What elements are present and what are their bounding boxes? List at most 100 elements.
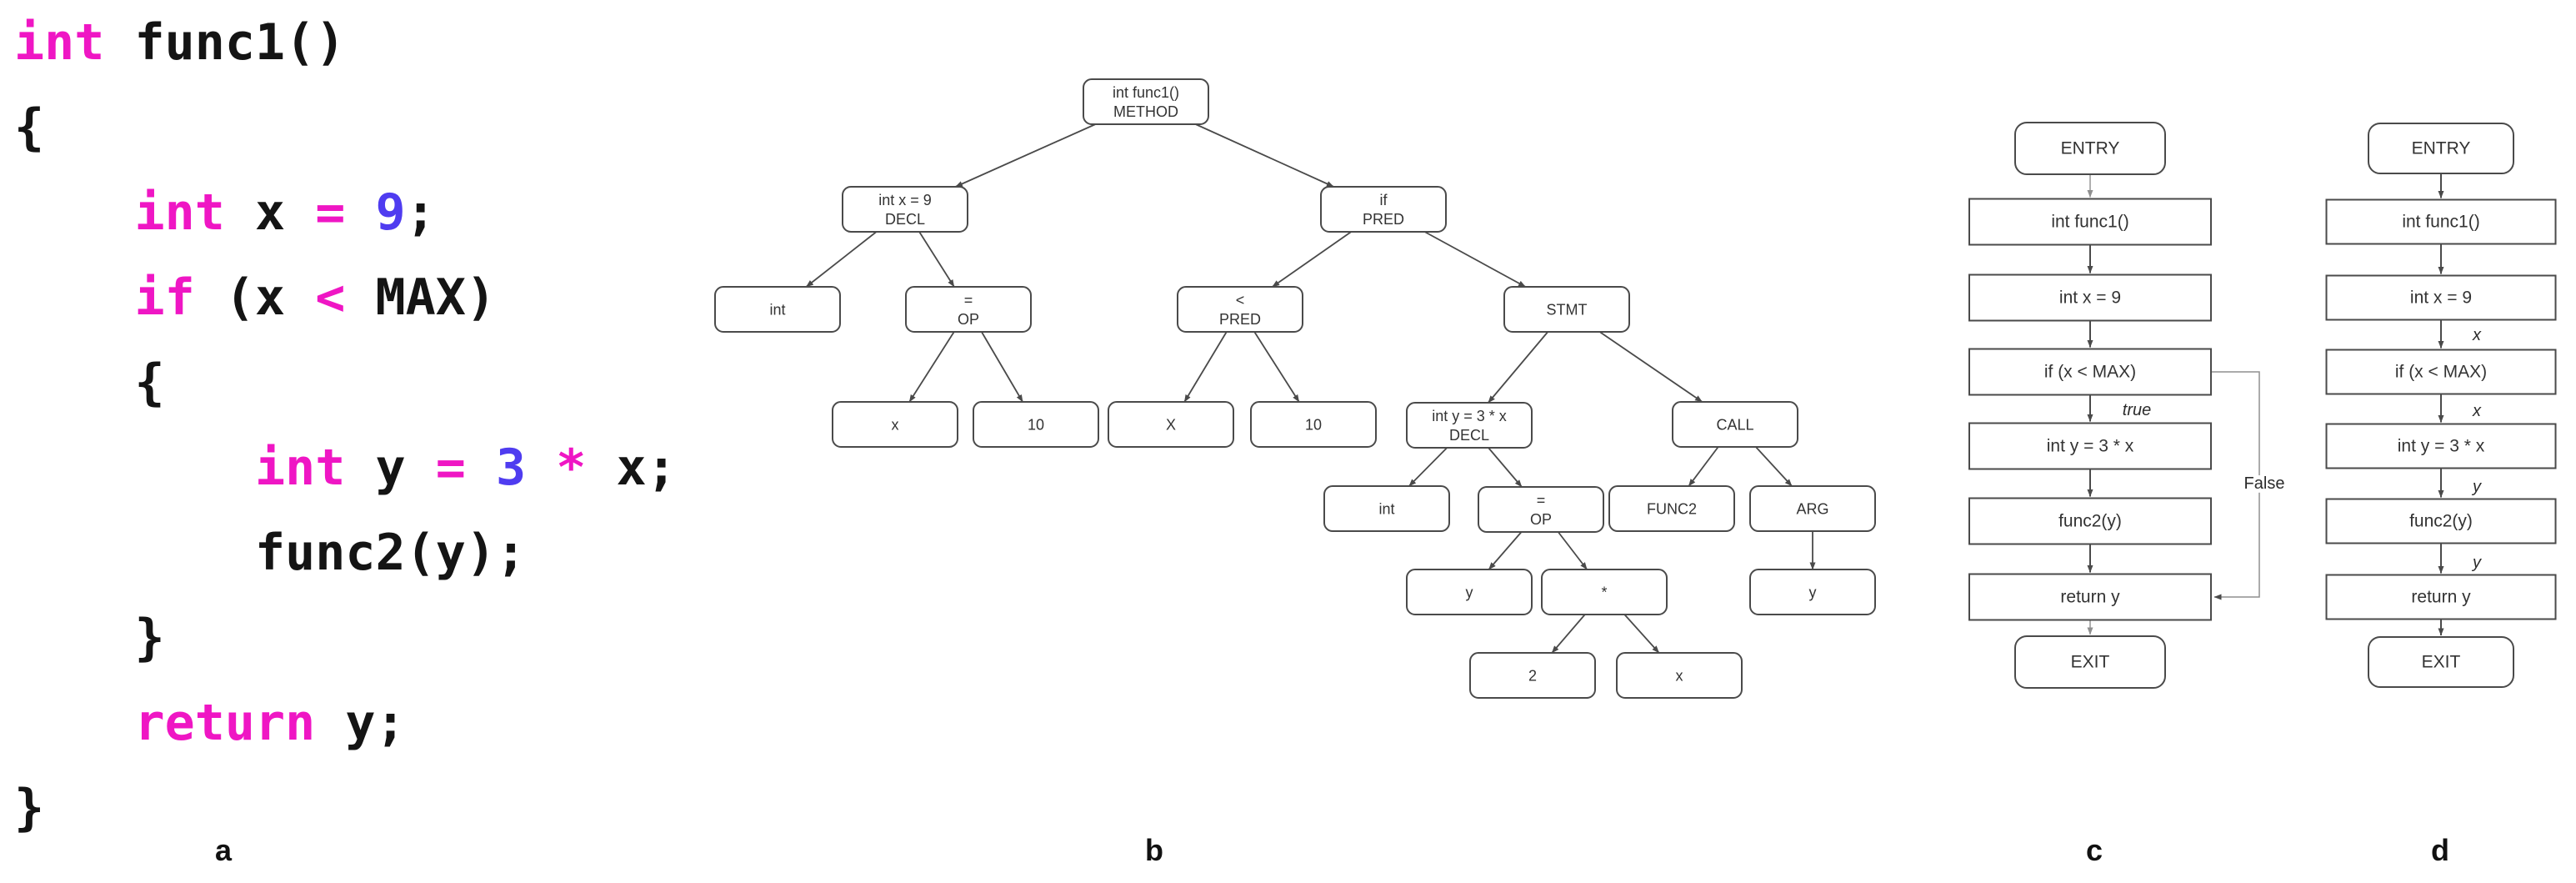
ast-node-pred_lt-text-line1: < [1236,292,1245,309]
cfg-node-exit-text: EXIT [2071,653,2110,672]
ast-edge-method-pred_if [1195,123,1334,188]
ast-node-int1: int [714,286,841,333]
ast-node-func2-box [1608,485,1735,532]
code-line-4: if (x < MAX) [14,255,677,340]
code-keyword: int [134,183,225,242]
code-number: 9 [375,183,406,242]
ast-node-mul-box [1541,569,1668,615]
panel-label-d: d [2431,833,2449,867]
ast-edge-op2-y1 [1488,531,1523,570]
code-text: } [14,779,45,837]
ast-node-two-box [1469,652,1596,699]
ast-node-int1-text: int [769,302,785,319]
code-text: ; [405,183,436,242]
ast-node-decl2-box [1406,402,1533,449]
ast-edge-mul-xleaf [1623,614,1660,654]
ast-node-op1-text-line2: OP [958,311,979,328]
dfg-node-exit-text: EXIT [2422,653,2461,672]
ast-node-pred_if-text-line2: PRED [1363,211,1404,228]
cfg-node-exit: EXIT [2014,635,2166,689]
ast-node-stmt-box [1503,286,1630,333]
ast-node-int2-box [1323,485,1450,532]
dfg-node-stmt-4: func2(y) [2325,498,2557,544]
dfg-edge-label-2: y [2471,478,2482,496]
code-keyword: = [435,439,466,497]
cfg-node-stmt-0-text: int func1() [2051,213,2128,232]
ast-edge-pred_if-pred_lt [1272,231,1352,288]
source-code-panel: int func1(){ int x = 9; if (x < MAX) { i… [14,0,677,850]
code-line-8: } [14,595,677,680]
code-text: func1() [104,13,346,72]
cfg-node-stmt-5: return y [1968,573,2212,621]
dfg-node-stmt-2-text: if (x < MAX) [2395,363,2487,382]
ast-node-stmt: STMT [1503,286,1630,333]
ast-node-y1-box [1406,569,1533,615]
code-line-2: { [14,85,677,170]
ast-edge-pred_lt-ten2 [1253,331,1300,403]
ast-node-op1-text-line1: = [964,292,973,309]
cfg-node-stmt-1-text: int x = 9 [2059,288,2121,308]
cfg-node-stmt-1-box [1968,273,2212,322]
dfg-node-stmt-1: int x = 9 [2325,274,2557,321]
ast-node-pred_if-text-line1: if [1380,192,1388,208]
dfg-node-stmt-5: return y [2325,574,2557,620]
ast-node-arg-box [1749,485,1876,532]
ast-edge-decl1-op1 [918,231,955,288]
dfg-node-stmt-5-text: return y [2411,588,2471,607]
cfg-node-stmt-5-text: return y [2060,588,2120,607]
ast-edge-pred_lt-x2 [1183,331,1228,403]
dfg-node-entry-text: ENTRY [2412,139,2471,158]
ast-edge-stmt-call [1599,331,1703,403]
code-text: x; [586,439,677,497]
ast-node-y2-text: y [1809,584,1817,601]
dfg-node-stmt-4-box [2325,498,2557,544]
ast-node-y1: y [1406,569,1533,615]
ast-edge-stmt-decl2 [1488,331,1548,404]
ast-node-xleaf-text: x [1676,668,1683,685]
cfg-node-stmt-4-box [1968,497,2212,545]
code-line-1: int func1() [14,0,677,85]
ast-node-xleaf-box [1616,652,1743,699]
code-text: (x [194,268,316,327]
ast-node-y2: y [1749,569,1876,615]
panel-label-c: c [2085,833,2103,867]
ast-edge-op2-mul [1558,531,1588,570]
cfg-node-stmt-5-box [1968,573,2212,621]
panel-label-a: a [214,833,233,867]
ast-node-func2-text: FUNC2 [1647,501,1697,518]
dfg-edge-label-3: y [2471,554,2482,572]
cfg-node-stmt-3-box [1968,422,2212,470]
ast-node-two-text: 2 [1528,668,1537,685]
ast-node-ten1-box [973,401,1099,448]
ast-node-op2: = OP [1478,486,1604,533]
code-text: x [224,183,316,242]
code-line-7: func2(y); [14,510,677,595]
dfg-node-stmt-0-box [2325,198,2557,245]
cfg-node-entry: ENTRY [2014,122,2166,175]
ast-node-op2-text-line1: = [1537,492,1546,509]
dfg-node-stmt-3-box [2325,423,2557,469]
ast-edge-mul-two [1551,614,1586,654]
dfg-node-stmt-0-text: int func1() [2402,213,2479,232]
code-text: } [14,609,165,667]
dfg-node-entry-box [2368,123,2514,174]
code-keyword: return [134,694,316,752]
ast-node-stmt-text: STMT [1547,302,1588,319]
ast-node-decl1-text-line2: DECL [885,211,925,228]
ast-node-op2-box [1478,486,1604,533]
ast-node-pred_lt-box [1177,286,1303,333]
cfg-node-stmt-4: func2(y) [1968,497,2212,545]
ast-node-int2: int [1323,485,1450,532]
code-line-5: { [14,340,677,425]
code-keyword: if [134,268,195,327]
ast-node-method: int func1()METHOD [1083,78,1209,125]
ast-node-y1-text: y [1466,584,1473,601]
ast-node-op2-text-line2: OP [1530,511,1552,528]
dfg-node-stmt-1-text: int x = 9 [2410,288,2472,308]
ast-node-op1-box [905,286,1032,333]
ast-node-method-text-line1: int func1() [1113,84,1179,101]
ast-node-decl1-box [842,186,968,233]
ast-edge-op1-x1 [908,331,955,403]
